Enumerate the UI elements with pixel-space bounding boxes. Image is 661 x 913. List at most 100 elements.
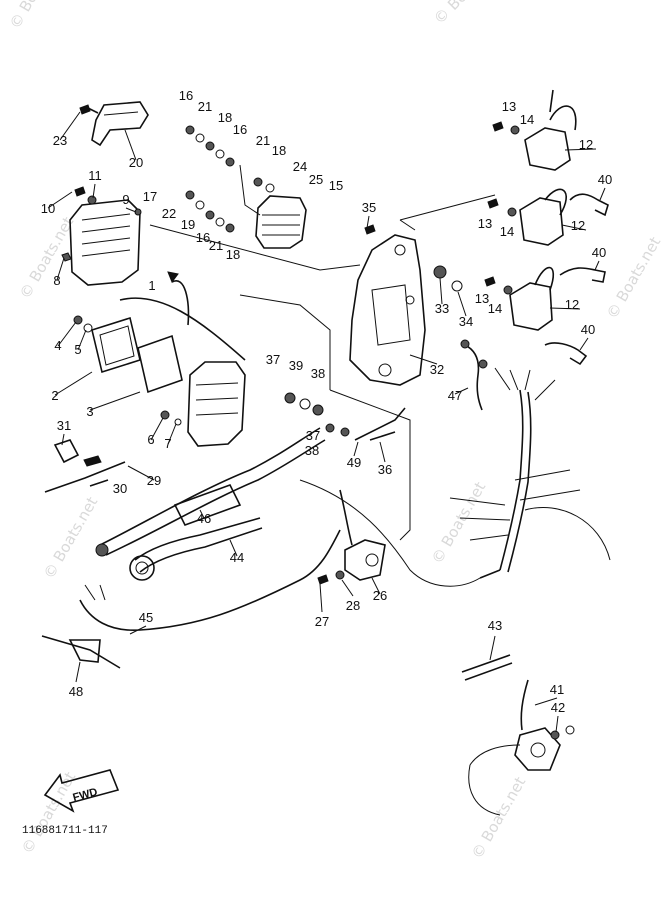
washer-42 <box>565 725 575 735</box>
callout-18: 18 <box>272 143 286 158</box>
bolt-23-shank <box>87 107 99 114</box>
watermark-text: © Boats.net <box>468 774 529 862</box>
callout-14: 14 <box>488 301 502 316</box>
callout-35: 35 <box>362 200 376 215</box>
callout-18: 18 <box>226 247 240 262</box>
callout-19: 19 <box>181 217 195 232</box>
callout-17: 17 <box>143 189 157 204</box>
cable-46-end <box>95 543 109 557</box>
collar-25 <box>265 183 275 193</box>
rectifier-regulator <box>255 195 307 249</box>
part-30 <box>89 479 109 487</box>
pulser-lead <box>520 679 529 731</box>
callout-28: 28 <box>346 598 360 613</box>
plate-hole <box>394 244 406 256</box>
harness-branches-right <box>514 469 581 501</box>
ignition-coil-3 <box>509 282 553 331</box>
callout-22: 22 <box>162 206 176 221</box>
bolt-23 <box>79 104 91 115</box>
callout-16: 16 <box>196 230 210 245</box>
callout-numbers: 1 2 3 4 5 6 7 8 9 10 11 12 12 12 13 13 1… <box>41 88 612 715</box>
callout-41: 41 <box>550 682 564 697</box>
callout-33: 33 <box>435 301 449 316</box>
callout-25: 25 <box>309 172 323 187</box>
screw-42 <box>550 730 560 740</box>
callout-38: 38 <box>311 366 325 381</box>
lead-49 <box>354 407 406 441</box>
callout-10: 10 <box>41 201 55 216</box>
cable-46-b <box>105 439 326 556</box>
callout-21: 21 <box>209 238 223 253</box>
callout-12: 12 <box>571 218 585 233</box>
lead-47-end <box>478 359 488 369</box>
sensor-26 <box>344 539 386 581</box>
harness-44-plug <box>129 555 155 581</box>
callout-18: 18 <box>218 110 232 125</box>
callout-leaders <box>47 111 606 733</box>
flywheel-outline <box>468 744 521 816</box>
fwd-label: FWD <box>72 786 99 804</box>
part-drawings <box>41 89 611 816</box>
lead-47-end <box>460 339 470 349</box>
leader-line <box>329 389 411 541</box>
callout-3: 3 <box>86 404 93 419</box>
callout-37: 37 <box>306 428 320 443</box>
lead-29 <box>44 461 126 493</box>
callout-26: 26 <box>373 588 387 603</box>
callout-42: 42 <box>551 700 565 715</box>
rectifier-ribs <box>262 214 300 236</box>
bracket-20-edge <box>103 111 139 116</box>
collar-38 <box>312 404 324 416</box>
callout-40: 40 <box>581 322 595 337</box>
watermark-text: © Boats.net <box>428 479 489 567</box>
callout-48: 48 <box>69 684 83 699</box>
connector-29 <box>83 455 102 467</box>
coil-lead-1 <box>549 89 554 113</box>
callout-36: 36 <box>378 462 392 477</box>
callout-45: 45 <box>139 610 153 625</box>
gasket-2 <box>91 316 141 374</box>
collar-28 <box>335 570 345 580</box>
coil-wire-1 <box>549 105 577 131</box>
plate-hole <box>405 295 415 305</box>
watermarks: © Boats.net © Boats.net © Boats.net © Bo… <box>6 0 661 862</box>
bracket-48-body <box>68 639 101 663</box>
callout-12: 12 <box>579 137 593 152</box>
callout-8: 8 <box>53 273 60 288</box>
bolt-13 <box>484 276 496 287</box>
callout-2: 2 <box>51 388 58 403</box>
bolt-13 <box>492 121 504 132</box>
cdi-unit-lower <box>187 361 246 447</box>
washer-14 <box>503 285 513 295</box>
bolt-13 <box>487 198 499 209</box>
callout-20: 20 <box>129 155 143 170</box>
mounting-plate-window <box>371 284 411 346</box>
grommet-37 <box>325 423 335 433</box>
clamp-31 <box>53 439 80 464</box>
main-harness-b <box>507 391 532 573</box>
callout-40: 40 <box>598 172 612 187</box>
callout-21: 21 <box>256 133 270 148</box>
harness-44-b <box>139 527 263 573</box>
bolt-10 <box>74 186 86 197</box>
watermark-text: © Boats.net <box>40 494 101 582</box>
grommet-37 <box>284 392 296 404</box>
bracket-48 <box>41 635 121 669</box>
cdi-unit <box>69 199 141 286</box>
grommet-33 <box>433 265 447 279</box>
callout-13: 13 <box>502 99 516 114</box>
mounting-plate <box>349 234 426 386</box>
collar-34 <box>451 280 463 292</box>
washer-14 <box>510 125 520 135</box>
callout-39: 39 <box>289 358 303 373</box>
coil-wire-2 <box>544 188 567 216</box>
leader-coil-frame <box>399 194 496 231</box>
arrow-1 <box>171 280 190 326</box>
callout-47: 47 <box>448 388 462 403</box>
lead-45 <box>79 529 341 631</box>
callout-46: 46 <box>197 511 211 526</box>
leader-line <box>149 224 361 271</box>
harness-branches-top <box>494 367 556 401</box>
harness-44-plug-inner <box>135 561 149 575</box>
